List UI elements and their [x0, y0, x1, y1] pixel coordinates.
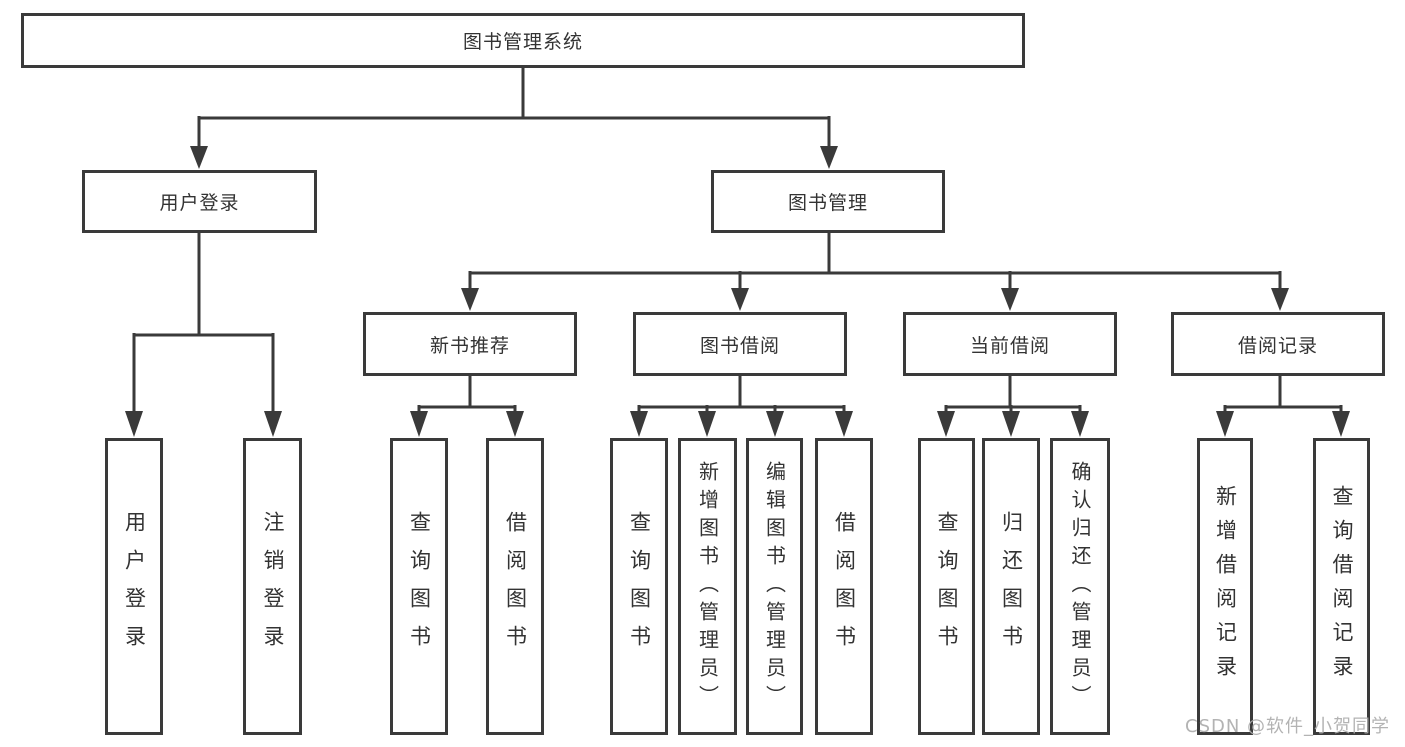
leaf-query-books-borrow: 查询图书: [610, 438, 668, 735]
leaf-query-books-recommend-label: 查询图书: [407, 510, 432, 663]
node-book-management-label: 图书管理: [787, 192, 868, 214]
leaf-query-books-current: 查询图书: [918, 438, 975, 735]
node-user-login: 用户登录: [82, 170, 317, 233]
leaf-query-borrow-record-label: 查询借阅记录: [1330, 484, 1354, 689]
leaf-confirm-return-admin: 确认归还（管理员）: [1050, 438, 1110, 735]
leaf-confirm-return-admin-label: 确认归还（管理员）: [1068, 460, 1092, 713]
csdn-watermark: CSDN @软件_小贺同学: [1185, 716, 1391, 737]
leaf-add-borrow-record-label: 新增借阅记录: [1213, 484, 1238, 689]
node-borrow-records: 借阅记录: [1171, 312, 1385, 376]
node-user-login-label: 用户登录: [159, 192, 240, 214]
connector-book-management-branch: [461, 233, 1289, 311]
leaf-user-login: 用户登录: [105, 438, 163, 735]
leaf-logout-label: 注销登录: [261, 510, 285, 663]
leaf-add-books-admin-label: 新增图书（管理员）: [695, 460, 720, 713]
node-new-book-recommend-label: 新书推荐: [429, 334, 510, 357]
connector-user-login-branch: [125, 233, 282, 437]
connector-borrow-records-branch: [1216, 376, 1350, 437]
leaf-return-books: 归还图书: [982, 438, 1040, 735]
node-book-borrow-label: 图书借阅: [699, 334, 780, 357]
leaf-return-books-label: 归还图书: [999, 510, 1024, 663]
leaf-query-borrow-record: 查询借阅记录: [1313, 438, 1370, 735]
node-book-borrow: 图书借阅: [633, 312, 847, 376]
node-new-book-recommend: 新书推荐: [363, 312, 577, 376]
node-current-borrow: 当前借阅: [903, 312, 1117, 376]
node-root-library-system: 图书管理系统: [21, 13, 1025, 68]
leaf-add-borrow-record: 新增借阅记录: [1197, 438, 1253, 735]
leaf-borrow-books: 借阅图书: [815, 438, 873, 735]
node-current-borrow-label: 当前借阅: [969, 334, 1050, 357]
connector-root-to-level2: [190, 66, 838, 169]
leaf-borrow-books-label: 借阅图书: [832, 510, 857, 663]
leaf-query-books-current-label: 查询图书: [935, 510, 959, 663]
connector-new-book-recommend-branch: [410, 376, 524, 437]
leaf-logout: 注销登录: [243, 438, 302, 735]
leaf-add-books-admin: 新增图书（管理员）: [678, 438, 737, 735]
leaf-query-books-borrow-label: 查询图书: [627, 510, 652, 663]
leaf-user-login-label: 用户登录: [122, 510, 147, 663]
connector-book-borrow-branch: [630, 376, 853, 437]
leaf-edit-books-admin: 编辑图书（管理员）: [746, 438, 803, 735]
node-borrow-records-label: 借阅记录: [1237, 334, 1318, 357]
leaf-query-books-recommend: 查询图书: [390, 438, 448, 735]
connector-current-borrow-branch: [937, 376, 1089, 437]
leaf-borrow-books-recommend-label: 借阅图书: [503, 510, 528, 663]
node-book-management: 图书管理: [711, 170, 945, 233]
leaf-edit-books-admin-label: 编辑图书（管理员）: [762, 460, 787, 713]
leaf-borrow-books-recommend: 借阅图书: [486, 438, 544, 735]
node-root-label: 图书管理系统: [462, 31, 583, 53]
